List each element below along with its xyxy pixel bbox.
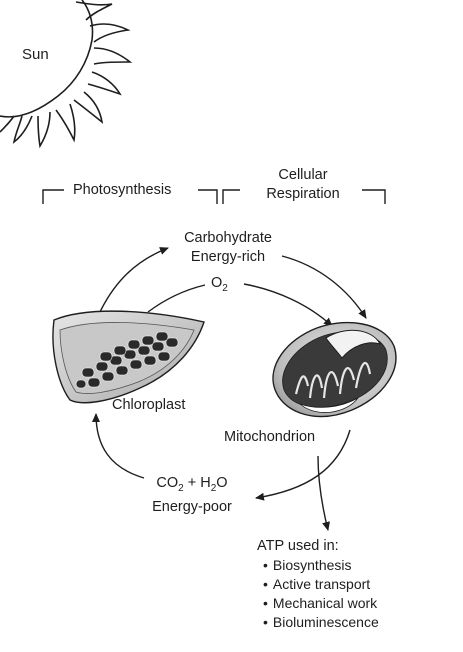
thylakoid-stacks [75, 331, 179, 389]
carbohydrate-line2: Energy-rich [190, 249, 266, 265]
arrow-co2-to-chloroplast [92, 413, 145, 479]
atp-use-item: Active transport [263, 575, 379, 594]
chloroplast-illustration [52, 310, 205, 404]
mitochondrion-label: Mitochondrion [224, 429, 316, 445]
energy-poor-label: Energy-poor [152, 498, 232, 515]
co2-water-label: CO2 + H2O Energy-poor [132, 474, 252, 517]
atp-usage-block: ATP used in: Biosynthesis Active transpo… [257, 537, 379, 632]
arrow-chloroplast-to-carbohydrate [97, 247, 169, 317]
mitochondrion-illustration [272, 321, 397, 418]
arrow-mitochondrion-to-atp [317, 455, 330, 531]
atp-use-item: Biosynthesis [263, 556, 379, 575]
co2-subscript: 2 [178, 482, 184, 494]
cellular-respiration-label: Cellular Respiration [248, 166, 358, 204]
co2-water-formula: CO2 + H2O [132, 474, 252, 498]
atp-use-item: Bioluminescence [263, 613, 379, 632]
cycle-arrows [92, 247, 367, 531]
photosynthesis-label: Photosynthesis [73, 182, 172, 198]
arrow-mitochondrion-to-co2 [255, 429, 351, 501]
oxygen-symbol: O [211, 275, 223, 291]
sun-illustration [0, 0, 133, 149]
carbohydrate-label: Carbohydrate Energy-rich [168, 229, 288, 267]
arrow-carbohydrate-to-mitochondrion [281, 255, 367, 319]
chloroplast-label: Chloroplast [112, 397, 186, 413]
atp-heading: ATP used in: [257, 538, 339, 554]
sun-label: Sun [22, 46, 49, 63]
cristae [294, 361, 372, 399]
co2-symbol: CO [156, 475, 179, 491]
water-symbol: + H [183, 475, 211, 491]
atp-uses-list: Biosynthesis Active transport Mechanical… [263, 556, 379, 632]
section-brackets [42, 189, 386, 204]
atp-use-item: Mechanical work [263, 594, 379, 613]
water-oxygen: O [216, 475, 228, 491]
water-subscript: 2 [210, 482, 217, 494]
arrow-oxygen-to-mitochondrion [243, 283, 333, 327]
carbohydrate-line1: Carbohydrate [184, 230, 272, 246]
cellular-respiration-line2: Respiration [266, 186, 340, 202]
cellular-respiration-line1: Cellular [278, 167, 328, 183]
arrow-chloroplast-to-oxygen [147, 284, 206, 313]
oxygen-label: O2 [211, 274, 228, 298]
oxygen-subscript: 2 [222, 282, 228, 294]
